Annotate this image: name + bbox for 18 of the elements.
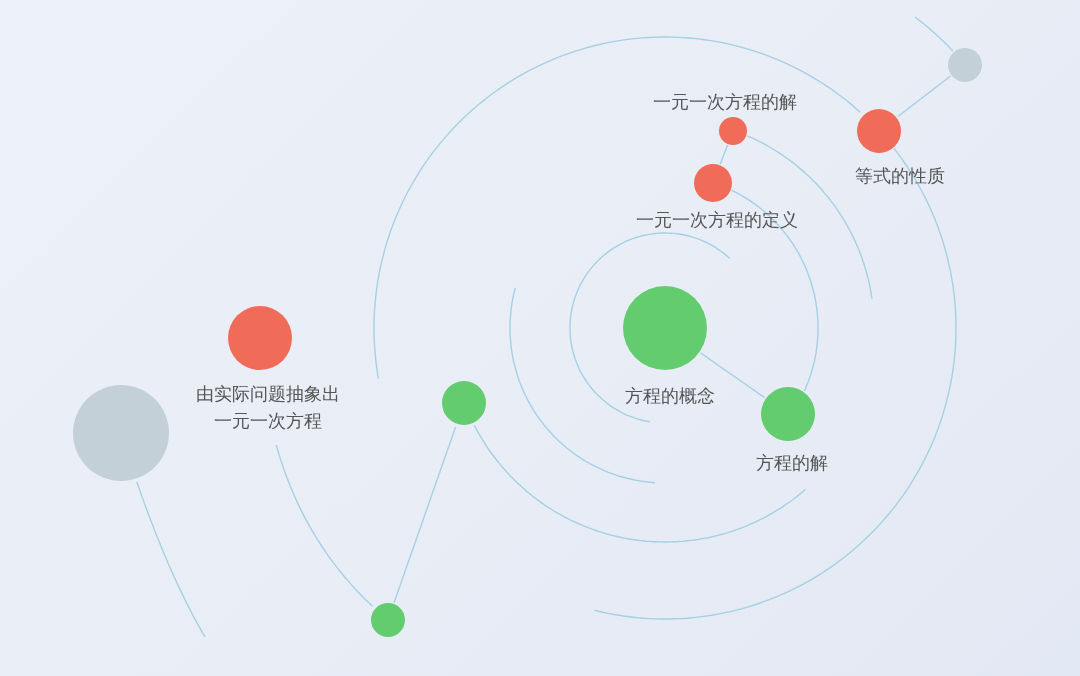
connector-line (593, 147, 957, 620)
connector-line (393, 426, 457, 604)
connector-line (373, 36, 861, 380)
connector-line (275, 444, 374, 607)
connector-line (746, 135, 873, 300)
connector-line (136, 481, 206, 638)
connector-line (473, 424, 807, 543)
connector-line (731, 189, 819, 392)
topic-label: 由实际问题抽象出一元一次方程 (195, 382, 341, 433)
connector-line (719, 144, 729, 165)
topic-label: 方程的概念 (625, 384, 715, 408)
topic-label: 一元一次方程的定义 (636, 208, 798, 232)
topic-label: 一元一次方程的解 (653, 90, 797, 114)
connector-line (914, 16, 954, 52)
connector-line (897, 75, 952, 118)
topic-label: 等式的性质 (855, 164, 945, 188)
connector-line (700, 352, 766, 399)
topic-label: 方程的解 (756, 451, 828, 475)
